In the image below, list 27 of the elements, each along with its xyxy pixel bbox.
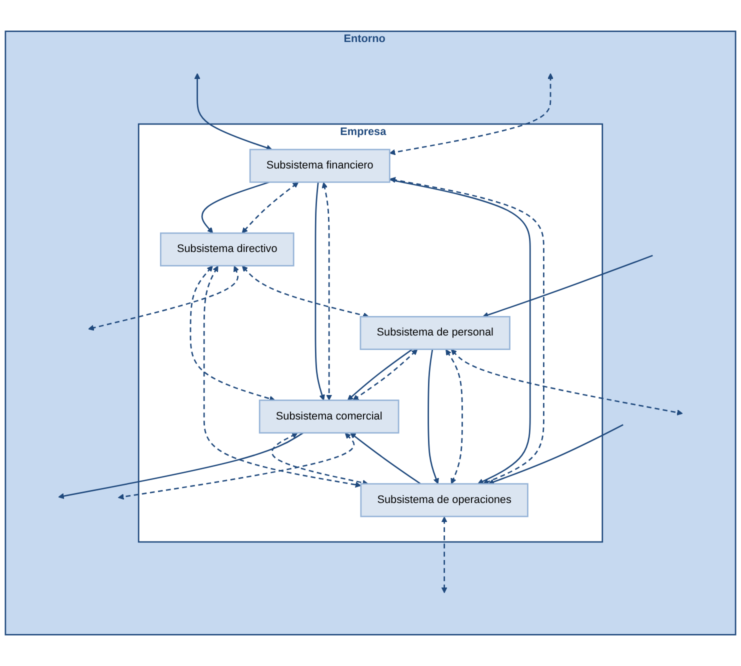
dashed-arrow [271, 432, 368, 486]
dashed-arrow [446, 349, 463, 484]
dashed-arrow [242, 266, 370, 318]
dashed-arrow [203, 266, 362, 488]
arrow [350, 432, 421, 484]
subsystem-box: Subsistema financiero [249, 148, 390, 183]
arrow [482, 254, 653, 318]
arrow [58, 432, 304, 499]
arrow [347, 348, 413, 401]
arrow [488, 424, 624, 485]
subsystem-box: Subsistema directivo [160, 232, 294, 266]
dashed-arrow [389, 73, 554, 156]
arrow [201, 182, 270, 234]
arrow [314, 182, 325, 401]
dashed-arrow [450, 349, 683, 416]
subsystem-box: Subsistema de operaciones [360, 483, 528, 518]
subsystem-box: Subsistema de personal [360, 316, 510, 350]
dashed-arrow [352, 349, 418, 401]
dashed-arrow [118, 432, 355, 500]
dashed-arrow [322, 182, 332, 401]
dashed-arrow [242, 182, 299, 234]
arrow [428, 349, 439, 484]
dashed-arrow [441, 516, 448, 594]
dashed-arrow [190, 266, 276, 402]
arrow [194, 73, 272, 151]
dashed-arrow [88, 266, 240, 331]
subsystem-box: Subsistema comercial [258, 400, 400, 434]
